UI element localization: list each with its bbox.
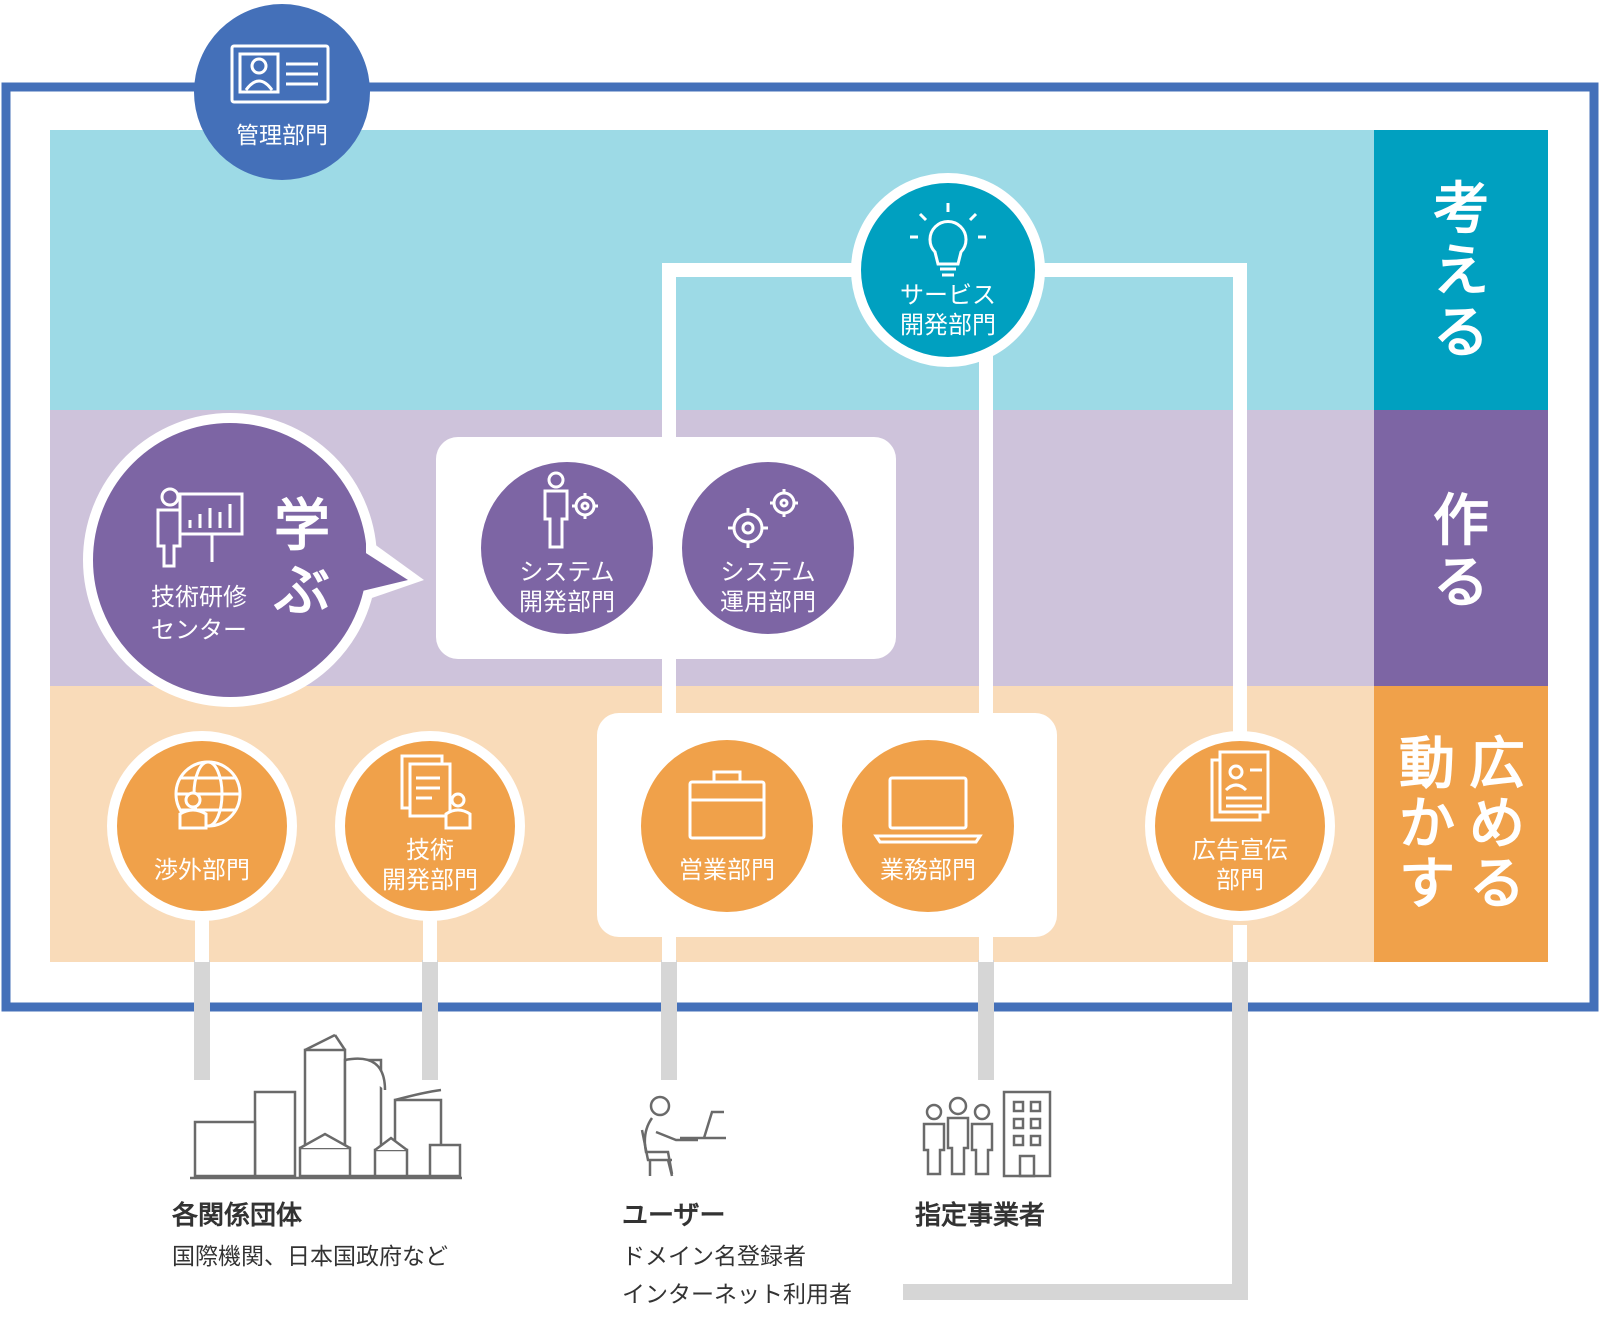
spread-label-block [1374, 686, 1548, 962]
users-desc: ドメイン名登録者 [622, 1244, 806, 1270]
profile-document-icon [1210, 750, 1270, 822]
spread-label-char: る [1469, 852, 1525, 917]
operations-department[interactable]: 業務部門 [834, 732, 1022, 920]
external-connectors [194, 960, 1248, 1300]
id-card-icon [230, 44, 330, 104]
make-label-char: 作 [1433, 489, 1489, 554]
registrars-title: 指定事業者 [915, 1200, 1045, 1231]
service-dev-label: 開発部門 [900, 311, 996, 339]
training-center-label: センター [151, 616, 247, 644]
system-dev-label: システム [519, 558, 614, 586]
spread-label-char: す [1399, 852, 1455, 917]
sales-department[interactable]: 営業部門 [633, 732, 821, 920]
operations-label: 業務部門 [880, 856, 976, 884]
users-desc: インターネット利用者 [622, 1282, 852, 1308]
think-label-char: 考 [1433, 177, 1489, 242]
external-relations-label: 渉外部門 [154, 856, 250, 884]
make-label-block [1374, 410, 1548, 686]
tech-dev-department[interactable]: 技術 開発部門 [335, 731, 525, 921]
learn-callout-char: ぶ [273, 559, 330, 624]
gears-icon [728, 489, 798, 548]
think-label-char: え [1433, 239, 1489, 304]
laptop-icon [873, 776, 983, 844]
person-gear-icon [543, 471, 598, 549]
system-ops-label: システム [720, 558, 815, 586]
city-buildings-icon [190, 1033, 462, 1180]
admin-department[interactable]: 管理部門 [194, 4, 370, 180]
lightbulb-icon [910, 203, 986, 277]
spread-label-char: 動 [1399, 732, 1455, 797]
service-dev-label: サービス [900, 281, 996, 309]
learn-callout-char: 学 [274, 494, 330, 559]
tech-dev-label: 技術 [406, 836, 454, 864]
system-dev-label: 開発部門 [519, 588, 615, 616]
spread-label-char: 広 [1469, 732, 1525, 797]
spread-label-char: め [1469, 792, 1525, 857]
person-at-desk-icon [640, 1095, 726, 1177]
think-label-block [1374, 130, 1548, 410]
sales-label: 営業部門 [679, 856, 775, 884]
training-center-label: 技術研修 [151, 583, 247, 611]
briefcase-icon [688, 770, 766, 840]
system-ops-department[interactable]: システム 運用部門 [674, 454, 862, 642]
pr-label: 部門 [1216, 866, 1264, 894]
people-building-icon [922, 1090, 1052, 1178]
system-ops-label: 運用部門 [720, 588, 816, 616]
system-dev-department[interactable]: システム 開発部門 [473, 454, 661, 642]
make-label-char: る [1433, 551, 1489, 616]
pr-label: 広告宣伝 [1192, 836, 1288, 864]
service-dev-department[interactable]: サービス 開発部門 [851, 173, 1045, 367]
think-label-char: る [1433, 301, 1489, 366]
tech-dev-label: 開発部門 [382, 866, 478, 894]
tech-training-center[interactable]: 技術研修 センター 学 ぶ [83, 413, 424, 707]
external-relations-department[interactable]: 渉外部門 [107, 731, 297, 921]
admin-label: 管理部門 [236, 123, 328, 149]
pr-department[interactable]: 広告宣伝 部門 [1145, 731, 1335, 921]
spread-label-char: か [1399, 792, 1455, 857]
globe-person-icon [174, 760, 242, 830]
users-title: ユーザー [622, 1201, 725, 1231]
orgs-desc: 国際機関、日本国政府など [172, 1244, 448, 1270]
documents-person-icon [400, 754, 472, 830]
presentation-chart-icon [156, 487, 244, 568]
orgs-title: 各関係団体 [171, 1200, 303, 1231]
